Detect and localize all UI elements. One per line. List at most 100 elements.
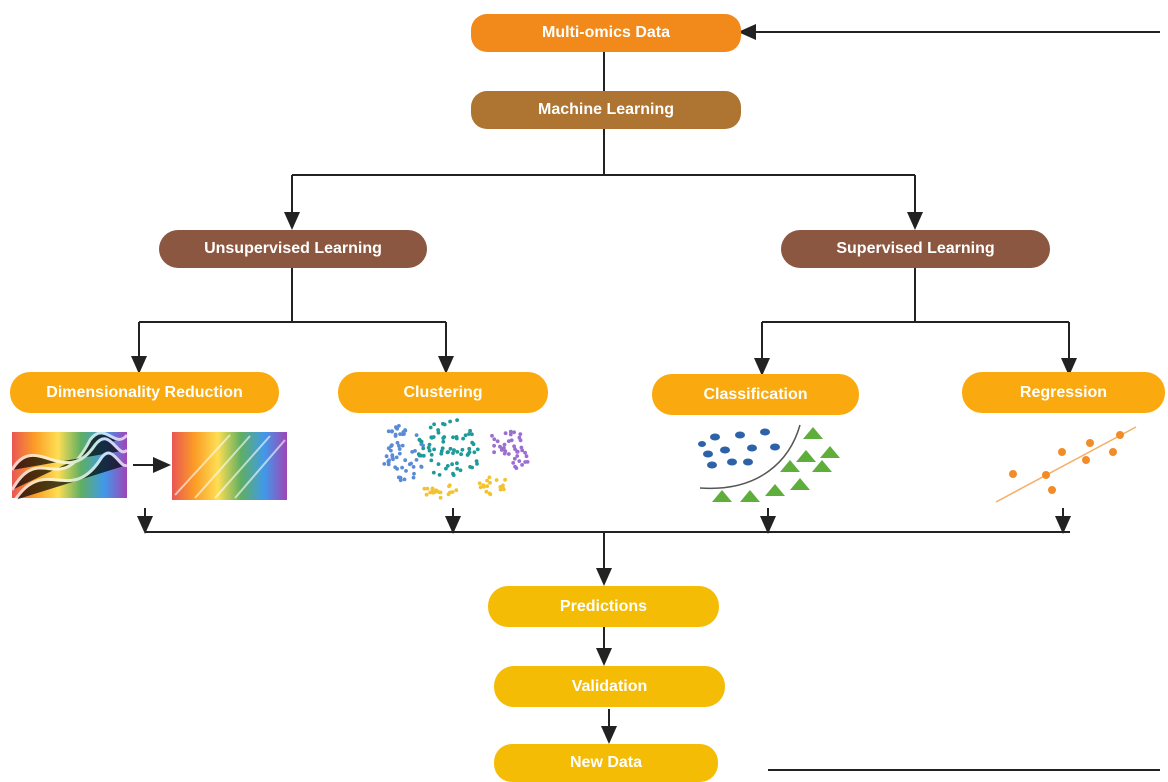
cluster-dot <box>502 451 507 456</box>
cluster-dot <box>511 461 516 465</box>
cluster-dot <box>398 475 403 480</box>
cluster-dot <box>389 448 393 453</box>
cluster-dot <box>485 484 490 488</box>
cluster-dot <box>501 487 506 492</box>
cluster-dot <box>525 460 530 464</box>
cluster-dot <box>520 448 525 453</box>
unsupervised-learning-node: Unsupervised Learning <box>159 230 427 268</box>
cluster-dot <box>425 486 430 491</box>
cluster-dot <box>390 429 394 434</box>
multiomics-data-node: Multi-omics Data <box>471 14 741 52</box>
cluster-dot <box>393 432 398 437</box>
cluster-dot <box>390 443 394 447</box>
cluster-dot <box>397 451 402 456</box>
cluster-dot <box>492 443 496 448</box>
cluster-dot <box>414 433 419 437</box>
cluster-dot <box>395 440 400 445</box>
cluster-dot <box>438 490 443 495</box>
cluster-dot <box>451 451 455 455</box>
cluster-dot <box>439 449 444 453</box>
cluster-dot <box>434 488 439 493</box>
classification-node: Classification <box>652 374 859 415</box>
cluster-dot <box>414 458 419 462</box>
cluster-dot <box>512 430 516 435</box>
cluster-dot <box>517 459 522 463</box>
cluster-dot <box>431 470 436 475</box>
cluster-dot <box>397 424 401 428</box>
cluster-dot <box>430 486 435 491</box>
cluster-dot <box>428 425 433 430</box>
cluster-dot <box>384 454 389 459</box>
cluster-dot <box>448 490 452 495</box>
cluster-dot <box>431 435 436 439</box>
cluster-dot <box>455 461 459 466</box>
cluster-dot <box>438 495 443 500</box>
cluster-dot <box>470 465 474 470</box>
cluster-dot <box>519 445 524 450</box>
dimred-before-illustration <box>10 431 129 501</box>
cluster-dot <box>403 428 408 433</box>
cluster-dot <box>488 481 492 485</box>
cluster-dot <box>467 450 472 454</box>
cluster-dot <box>508 432 513 437</box>
cluster-dot <box>395 467 399 471</box>
cluster-dot <box>394 425 398 430</box>
regression-illustration <box>995 426 1137 503</box>
cluster-dot <box>524 454 529 459</box>
cluster-dot <box>502 442 507 447</box>
cluster-dot <box>448 446 453 451</box>
cluster-dot <box>404 469 408 473</box>
cluster-dot <box>494 478 499 482</box>
cluster-dot <box>386 429 391 434</box>
cluster-dot <box>424 492 429 497</box>
cluster-dot <box>477 481 482 486</box>
cluster-dot <box>468 428 472 433</box>
cluster-dot <box>454 435 459 439</box>
cluster-dot <box>398 478 403 483</box>
cluster-dot <box>411 465 416 469</box>
cluster-dot <box>451 471 455 476</box>
cluster-dot <box>475 462 479 466</box>
cluster-dot <box>450 462 454 467</box>
supervised-learning-node: Supervised Learning <box>781 230 1050 268</box>
cluster-dot <box>444 466 448 471</box>
cluster-dot <box>398 432 402 436</box>
cluster-dot <box>387 458 391 463</box>
cluster-dot <box>458 468 463 473</box>
dimred-after-illustration <box>172 432 287 500</box>
cluster-dot <box>400 465 404 470</box>
cluster-dot <box>442 422 447 427</box>
cluster-dot <box>484 489 489 494</box>
cluster-dot <box>503 431 508 436</box>
cluster-dot <box>413 449 417 453</box>
cluster-dot <box>523 450 527 455</box>
cluster-dot <box>403 458 408 463</box>
cluster-dot <box>485 478 489 483</box>
clustering-node: Clustering <box>338 372 548 413</box>
dimensionality-reduction-node: Dimensionality Reduction <box>10 372 279 413</box>
cluster-dot <box>467 446 472 451</box>
cluster-dot <box>512 456 517 461</box>
cluster-dot <box>451 435 455 440</box>
regression-node: Regression <box>962 372 1165 413</box>
cluster-dot <box>411 475 416 480</box>
cluster-dot <box>487 491 492 496</box>
cluster-dot <box>470 432 474 437</box>
cluster-dot <box>445 464 450 468</box>
cluster-dot <box>518 438 523 443</box>
cluster-dot <box>426 445 431 450</box>
cluster-dot <box>495 439 500 444</box>
new-data-node: New Data <box>494 744 718 782</box>
cluster-dot <box>475 447 480 452</box>
cluster-dot <box>427 448 432 453</box>
cluster-dot <box>397 447 402 451</box>
cluster-dot <box>427 442 432 447</box>
cluster-dot <box>478 485 483 490</box>
cluster-dot <box>459 452 463 457</box>
cluster-dot <box>445 450 450 455</box>
cluster-dot <box>470 440 475 445</box>
cluster-dot <box>506 439 511 443</box>
cluster-dot <box>461 436 465 441</box>
cluster-dot <box>513 447 517 451</box>
